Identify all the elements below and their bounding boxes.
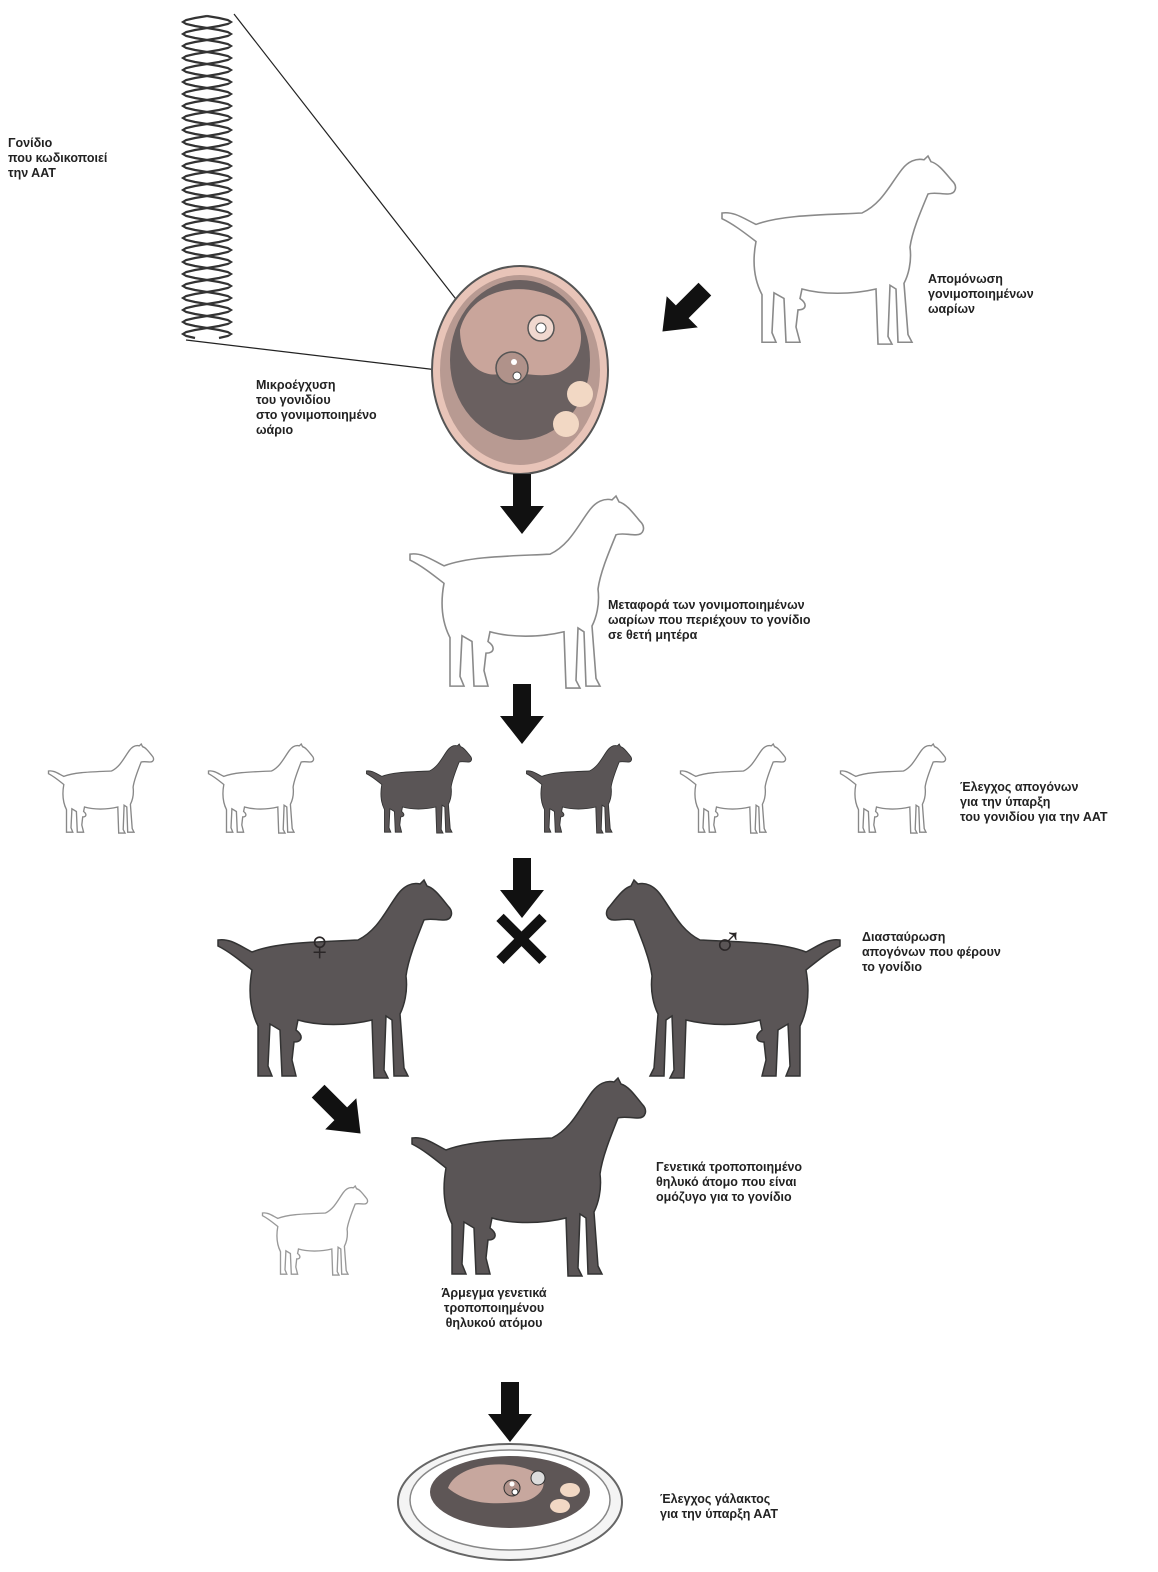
gene-label: Γονίδιο που κωδικοποιεί την ΑΑΤ bbox=[8, 136, 107, 181]
milk-test-label: Έλεγχος γάλακτος για την ύπαρξη ΑΑΤ bbox=[660, 1492, 778, 1522]
petri-dish-icon bbox=[398, 1444, 622, 1560]
isolation-label: Απομόνωση γονιμοποιημένων ωαρίων bbox=[928, 272, 1034, 317]
offspring-goat-2-icon bbox=[209, 744, 314, 833]
homozygous-goat-icon bbox=[412, 1078, 645, 1276]
crossing-label: Διασταύρωση απογόνων που φέρουν το γονίδ… bbox=[862, 930, 1001, 975]
female-parent-goat-icon bbox=[218, 880, 451, 1078]
arrow-isolation-icon bbox=[647, 274, 721, 348]
offspring-goat-1-icon bbox=[49, 744, 154, 833]
cross-symbol: ✕ bbox=[488, 900, 555, 982]
male-symbol: ♂ bbox=[712, 920, 744, 964]
offspring-test-label: Έλεγχος απογόνων για την ύπαρξη του γονι… bbox=[960, 780, 1107, 825]
offspring-goat-3-transgenic-icon bbox=[367, 744, 472, 833]
dna-helix-icon bbox=[183, 16, 231, 338]
small-goat-icon bbox=[263, 1186, 368, 1275]
arrow-to-offspring-icon bbox=[500, 684, 544, 744]
homozygous-label: Γενετικά τροποποιημένο θηλυκό άτομο που … bbox=[656, 1160, 802, 1205]
female-symbol: ♀ bbox=[304, 924, 336, 968]
offspring-goat-4-transgenic-icon bbox=[527, 744, 632, 833]
arrow-to-milk-test-icon bbox=[488, 1382, 532, 1442]
offspring-goat-6-icon bbox=[841, 744, 946, 833]
arrow-to-surrogate-icon bbox=[500, 474, 544, 534]
milking-label: Άρμεγμα γενετικά τροποποιημένου θηλυκού … bbox=[404, 1286, 584, 1331]
microinjection-label: Μικροέγχυση του γονιδίου στο γονιμοποιημ… bbox=[256, 378, 377, 438]
offspring-goat-5-icon bbox=[681, 744, 786, 833]
donor-goat-icon bbox=[722, 156, 955, 344]
fertilized-egg-icon bbox=[432, 266, 608, 474]
male-parent-goat-icon bbox=[607, 880, 840, 1078]
arrow-to-homozygous-icon bbox=[303, 1076, 377, 1150]
transfer-label: Μεταφορά των γονιμοποιημένων ωαρίων που … bbox=[608, 598, 811, 643]
